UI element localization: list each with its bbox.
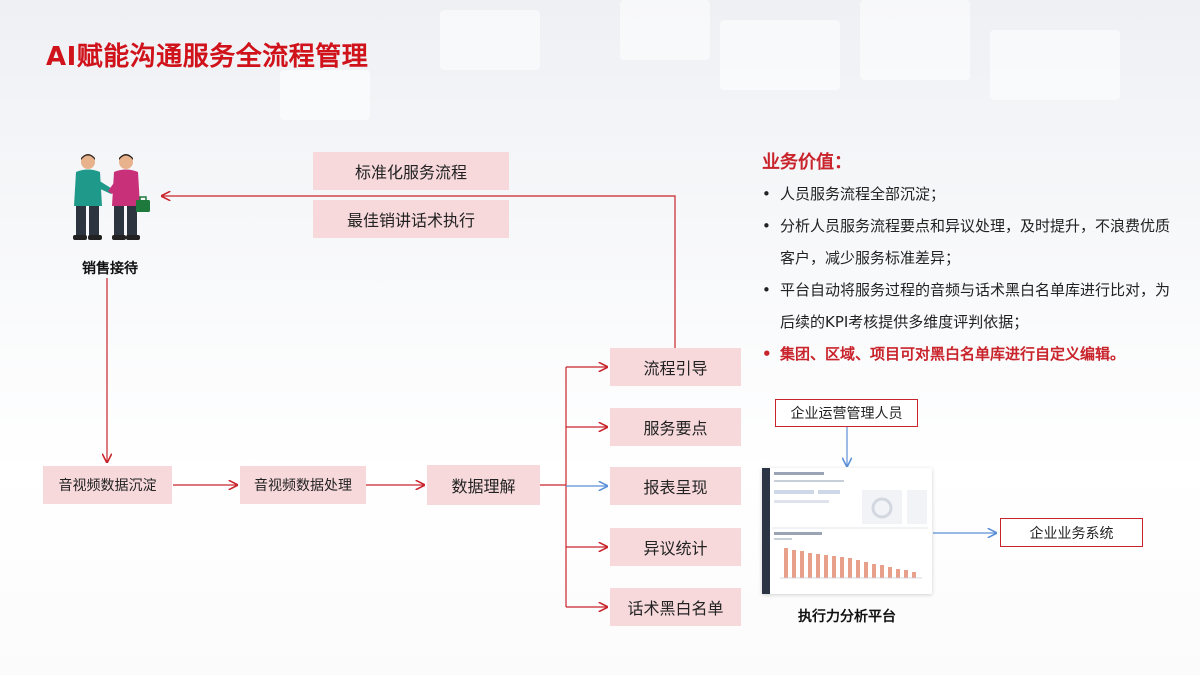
- value-point: 平台自动将服务过程的音频与话术黑白名单库进行比对，为后续的KPI考核提供多维度评…: [760, 274, 1170, 338]
- business-value-title: 业务价值：: [762, 152, 852, 173]
- output-service-points: 服务要点: [610, 408, 741, 446]
- platform-name-label: 执行力分析平台: [798, 609, 896, 625]
- value-point: 人员服务流程全部沉淀；: [760, 178, 1170, 210]
- output-script-blackwhite-list: 话术黑白名单: [610, 588, 741, 626]
- sales-reception-label: 销售接待: [82, 261, 138, 277]
- page-title: AI赋能沟通服务全流程管理: [46, 42, 369, 72]
- value-point-highlight: 集团、区域、项目可对黑白名单库进行自定义编辑。: [760, 338, 1170, 370]
- pipeline-step-understand: 数据理解: [427, 465, 540, 505]
- operator-box: 企业运营管理人员: [775, 399, 918, 427]
- handshake-people-icon: [62, 150, 158, 250]
- output-objection-stats: 异议统计: [610, 528, 741, 566]
- output-process-guide: 流程引导: [610, 348, 741, 386]
- output-report: 报表呈现: [610, 467, 741, 505]
- pipeline-step-process: 音视频数据处理: [240, 466, 366, 504]
- enterprise-system-box: 企业业务系统: [1000, 518, 1143, 547]
- business-value-list: 人员服务流程全部沉淀； 分析人员服务流程要点和异议处理，及时提升，不浪费优质客户…: [760, 178, 1170, 370]
- feedback-best-script: 最佳销讲话术执行: [313, 200, 509, 238]
- feedback-standard-process: 标准化服务流程: [313, 152, 509, 190]
- bar-chart-dashboard-thumbnail: [762, 468, 932, 594]
- value-point: 分析人员服务流程要点和异议处理，及时提升，不浪费优质客户，减少服务标准差异；: [760, 210, 1170, 274]
- pipeline-step-collect: 音视频数据沉淀: [43, 466, 172, 504]
